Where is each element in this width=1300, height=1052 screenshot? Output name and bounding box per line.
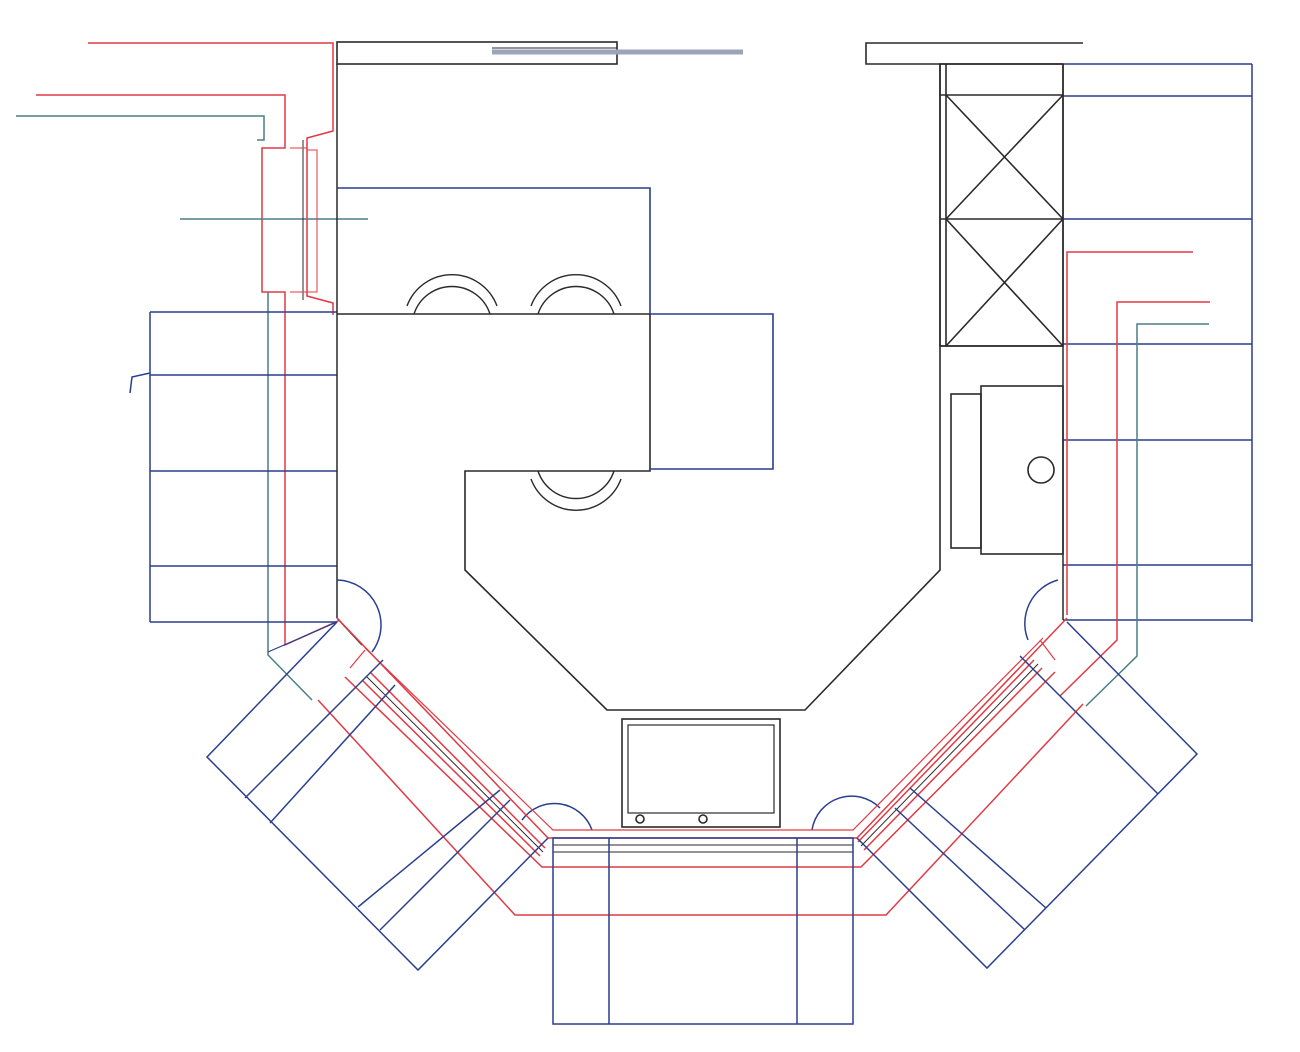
island-side-counter <box>650 313 774 470</box>
island-body <box>337 64 941 711</box>
tv-screen <box>627 724 775 814</box>
door-swing-left <box>336 579 382 653</box>
door-swing-bottom-right <box>811 795 881 831</box>
top-wall <box>336 41 1083 65</box>
bar-stool <box>406 274 498 315</box>
cabinet-angled-left <box>205 621 549 972</box>
bar-stool <box>530 470 622 511</box>
pantry-cabinet <box>939 63 1064 347</box>
tv-button <box>698 814 708 824</box>
right-wall <box>1059 64 1210 707</box>
range-cooktop <box>950 385 1064 555</box>
kitchen-island <box>337 64 941 711</box>
range-door <box>950 393 982 549</box>
tv-frame <box>621 718 781 828</box>
wall-outline-upper-left <box>88 42 334 315</box>
wall-outline-left <box>36 94 341 647</box>
cabinet-angled-right <box>856 621 1199 970</box>
bar-stool <box>530 274 622 315</box>
window-sill <box>290 147 308 293</box>
island-overhang-outline <box>337 187 651 314</box>
service-line-upper <box>16 115 265 141</box>
left-wall-window <box>16 42 368 701</box>
pantry-x-mark <box>945 94 1064 220</box>
window-pane-left <box>306 149 318 293</box>
service-line-left <box>267 292 313 701</box>
left-cabinet-run <box>129 311 337 623</box>
door-swing <box>336 579 1059 831</box>
bay-walls <box>317 617 1084 916</box>
bay-window-frames <box>365 663 1039 853</box>
angled-bay-cabinets <box>205 621 549 972</box>
top-wall-slab-right <box>865 42 1083 65</box>
door-swing-bottom-left <box>521 802 593 831</box>
right-cabinet-run <box>1063 63 1253 622</box>
cabinet-bottom <box>552 837 854 1025</box>
television-unit <box>621 718 781 828</box>
tv-button <box>635 814 645 824</box>
left-inner-wall <box>336 64 363 646</box>
cabinet-handle <box>129 372 151 394</box>
burner-knob <box>1027 456 1055 484</box>
service-line-right <box>1085 323 1209 707</box>
door-swing-right <box>1024 579 1059 641</box>
angled-bay-cabinets <box>856 621 1199 970</box>
pantry-x-mark <box>945 218 1064 347</box>
base-cabinet-run <box>552 837 854 1025</box>
range-body <box>980 385 1064 555</box>
wall-outline-right <box>1059 301 1210 697</box>
wall-outline-right-inner <box>1066 251 1193 615</box>
